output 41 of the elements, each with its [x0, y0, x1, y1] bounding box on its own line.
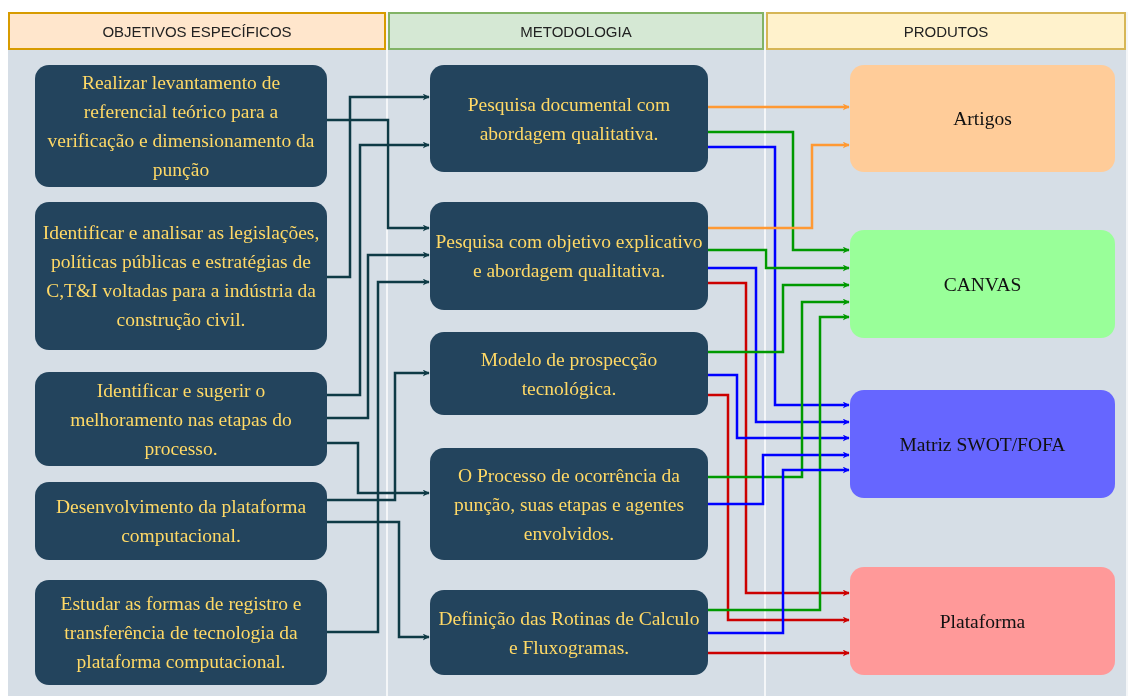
product-box: CANVAS [850, 230, 1115, 338]
arrow [327, 369, 430, 502]
process-box: Identificar e sugerir o melhoramento nas etapas do processo. [35, 372, 327, 466]
arrow [327, 520, 430, 641]
arrow [327, 141, 430, 397]
arrow [708, 248, 850, 272]
arrow [708, 373, 850, 442]
arrow [708, 141, 850, 230]
process-box: Pesquisa documental com abordagem qualitativa. [430, 65, 708, 172]
swimlane [766, 12, 1128, 696]
arrow [708, 103, 850, 111]
process-box: Modelo de prospecção tecnológica. [430, 332, 708, 415]
arrow [327, 278, 430, 634]
lane-header: METODOLOGIA [388, 12, 764, 50]
product-box: Plataforma [850, 567, 1115, 675]
arrow [708, 466, 850, 635]
arrow [327, 93, 430, 279]
process-box: Identificar e analisar as legislações, políticas públicas e estratégias de C,T&I voltadas para a indústria da construção civil. [35, 202, 327, 350]
process-box: Estudar as formas de registro e transferência de tecnologia da plataforma computacional. [35, 580, 327, 685]
process-box: Definição das Rotinas de Calculo e Fluxogramas. [430, 590, 708, 675]
arrow [708, 649, 850, 657]
swimlane [8, 12, 388, 696]
arrow [708, 281, 850, 354]
swimlane [388, 12, 766, 696]
arrow [708, 266, 850, 426]
arrow [708, 130, 850, 254]
product-box: Artigos [850, 65, 1115, 172]
arrow [708, 393, 850, 624]
process-box: Desenvolvimento da plataforma computacional. [35, 482, 327, 560]
lane-header: PRODUTOS [766, 12, 1126, 50]
arrow [708, 298, 850, 479]
process-box: Pesquisa com objetivo explicativo e abordagem qualitativa. [430, 202, 708, 310]
arrow [327, 441, 430, 497]
arrow [708, 451, 850, 506]
process-box: Realizar levantamento de referencial teórico para a verificação e dimensionamento da punção [35, 65, 327, 187]
arrow [708, 145, 850, 409]
process-box: O Processo de ocorrência da punção, suas etapas e agentes envolvidos. [430, 448, 708, 560]
lane-header: OBJETIVOS ESPECÍFICOS [8, 12, 386, 50]
arrow [327, 118, 430, 232]
arrow [327, 251, 430, 420]
product-box: Matriz SWOT/FOFA [850, 390, 1115, 498]
